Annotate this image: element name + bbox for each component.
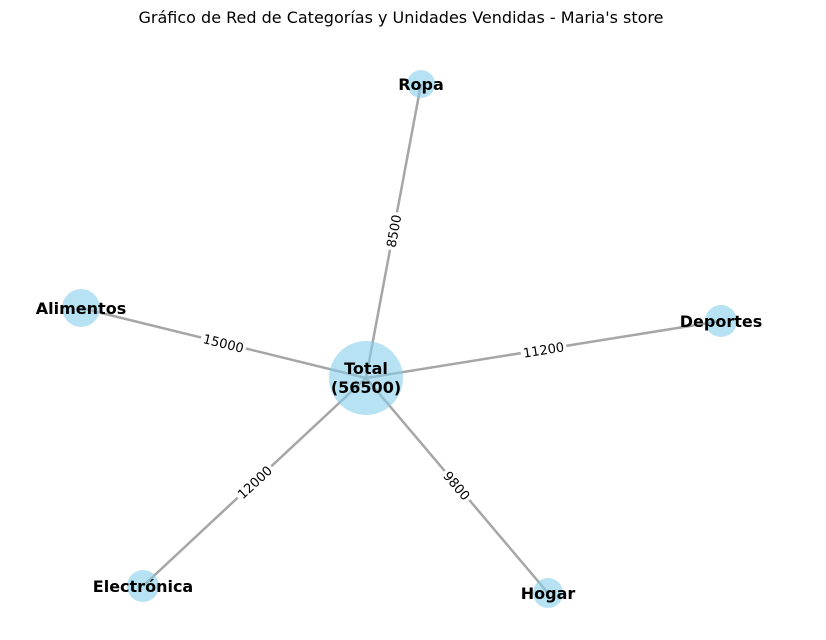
node-deportes — [705, 305, 737, 337]
edge-label-bg — [381, 210, 406, 252]
node-total — [329, 341, 403, 415]
node-label-electronica: Electrónica — [93, 577, 193, 596]
edge-label-bg — [199, 328, 248, 358]
edge-label-deportes: 11200 — [522, 340, 565, 361]
node-label-alimentos: Alimentos — [36, 299, 126, 318]
edge-label-bg — [231, 459, 278, 505]
node-ropa — [407, 70, 435, 98]
edge-label-group-alimentos: 15000 — [199, 328, 248, 358]
node-hogar — [533, 578, 563, 608]
edge-label-ropa: 8500 — [385, 214, 406, 249]
chart-title: Gráfico de Red de Categorías y Unidades … — [139, 8, 664, 27]
node-label-total-value: (56500) — [331, 378, 401, 397]
edge-label-bg — [519, 336, 568, 363]
node-label-deportes: Deportes — [680, 312, 763, 331]
node-label-ropa: Ropa — [398, 75, 444, 94]
node-electronica — [127, 570, 159, 602]
node-label-hogar: Hogar — [521, 584, 576, 603]
edge-label-group-electronica: 12000 — [231, 459, 278, 505]
edge-label-alimentos: 15000 — [201, 332, 245, 356]
edge-label-group-ropa: 8500 — [381, 210, 406, 252]
nodes-layer — [62, 70, 737, 608]
node-label-total: Total — [344, 359, 388, 378]
node-alimentos — [62, 289, 100, 327]
edge-label-group-deportes: 11200 — [519, 336, 568, 363]
edge-label-bg — [437, 465, 477, 506]
